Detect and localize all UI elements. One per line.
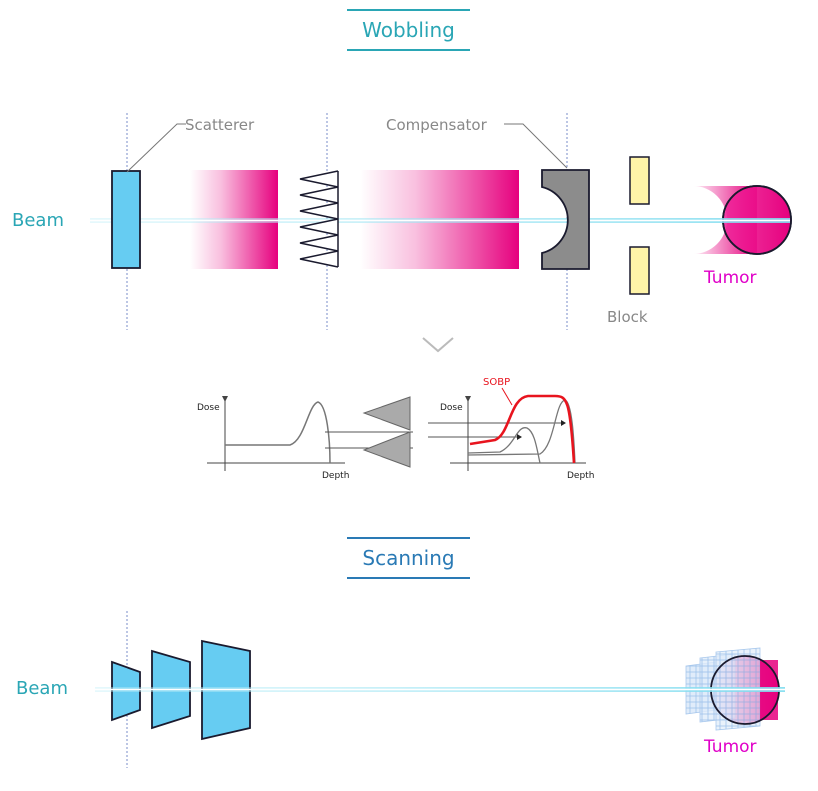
scatterer-label: Scatterer bbox=[185, 116, 255, 134]
compensator-label: Compensator bbox=[386, 116, 488, 134]
scatterer-leader bbox=[126, 123, 186, 173]
left-x-label: Depth bbox=[322, 471, 349, 481]
sobp-plot bbox=[450, 399, 586, 471]
beam-label: Beam bbox=[16, 678, 68, 699]
compensator-leader bbox=[504, 123, 568, 169]
ridge-triangle bbox=[362, 396, 411, 431]
tumor-label: Tumor bbox=[703, 737, 757, 757]
wobbling-diagram: Beam Scatterer Compensator Block Tumor bbox=[12, 113, 792, 330]
compensator bbox=[541, 169, 590, 270]
chevron-down-icon bbox=[422, 337, 454, 353]
right-y-label: Dose bbox=[440, 403, 463, 413]
ridge-triangle bbox=[362, 431, 411, 468]
sobp-curve bbox=[469, 394, 576, 464]
single-peak-plot bbox=[207, 400, 345, 471]
block-upper bbox=[629, 156, 650, 205]
right-x-label: Depth bbox=[567, 471, 594, 481]
ridge-filter bbox=[299, 170, 339, 268]
scatterer bbox=[111, 170, 141, 269]
wobbling-title: Wobbling bbox=[347, 9, 470, 51]
beam-label: Beam bbox=[12, 210, 64, 231]
block-label: Block bbox=[607, 308, 648, 326]
block-lower bbox=[629, 246, 650, 295]
tumor-label: Tumor bbox=[703, 268, 757, 288]
left-y-label: Dose bbox=[197, 403, 220, 413]
sobp-illustration: Dose Depth SOBP Dose Depth bbox=[197, 377, 594, 481]
sobp-label: SOBP bbox=[483, 377, 510, 388]
scanning-diagram: Beam Tumor bbox=[16, 611, 785, 768]
scanning-title: Scanning bbox=[347, 537, 470, 579]
